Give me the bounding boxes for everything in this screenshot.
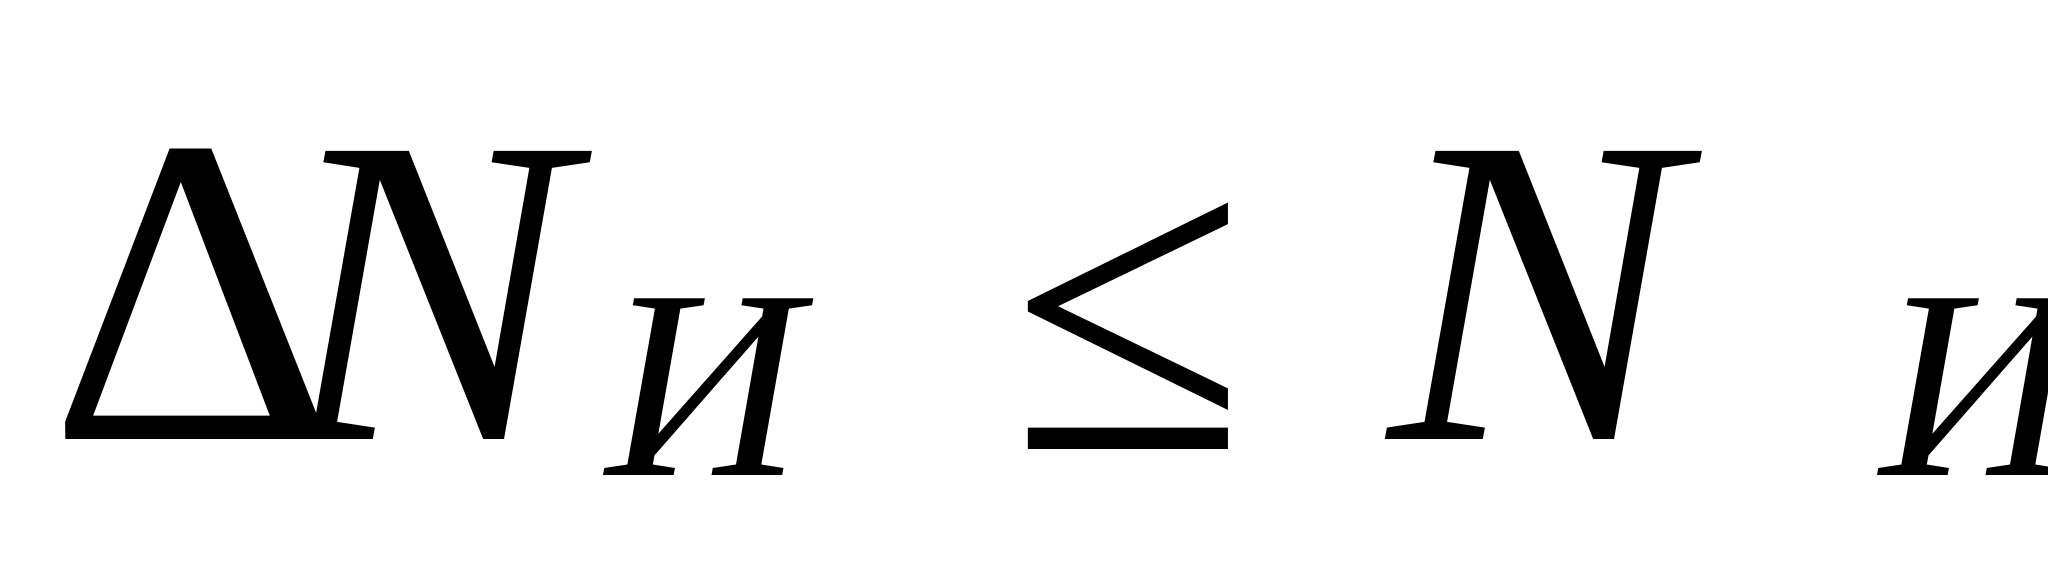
rhs-variable: N xyxy=(1388,48,1682,535)
delta-symbol: Δ xyxy=(48,48,337,535)
lhs-subscript: И xyxy=(606,235,801,534)
lhs-variable: N xyxy=(278,48,572,535)
rhs-subscript: И xyxy=(1880,250,2048,520)
less-than-or-equal-symbol: ≤ xyxy=(1010,67,1246,543)
